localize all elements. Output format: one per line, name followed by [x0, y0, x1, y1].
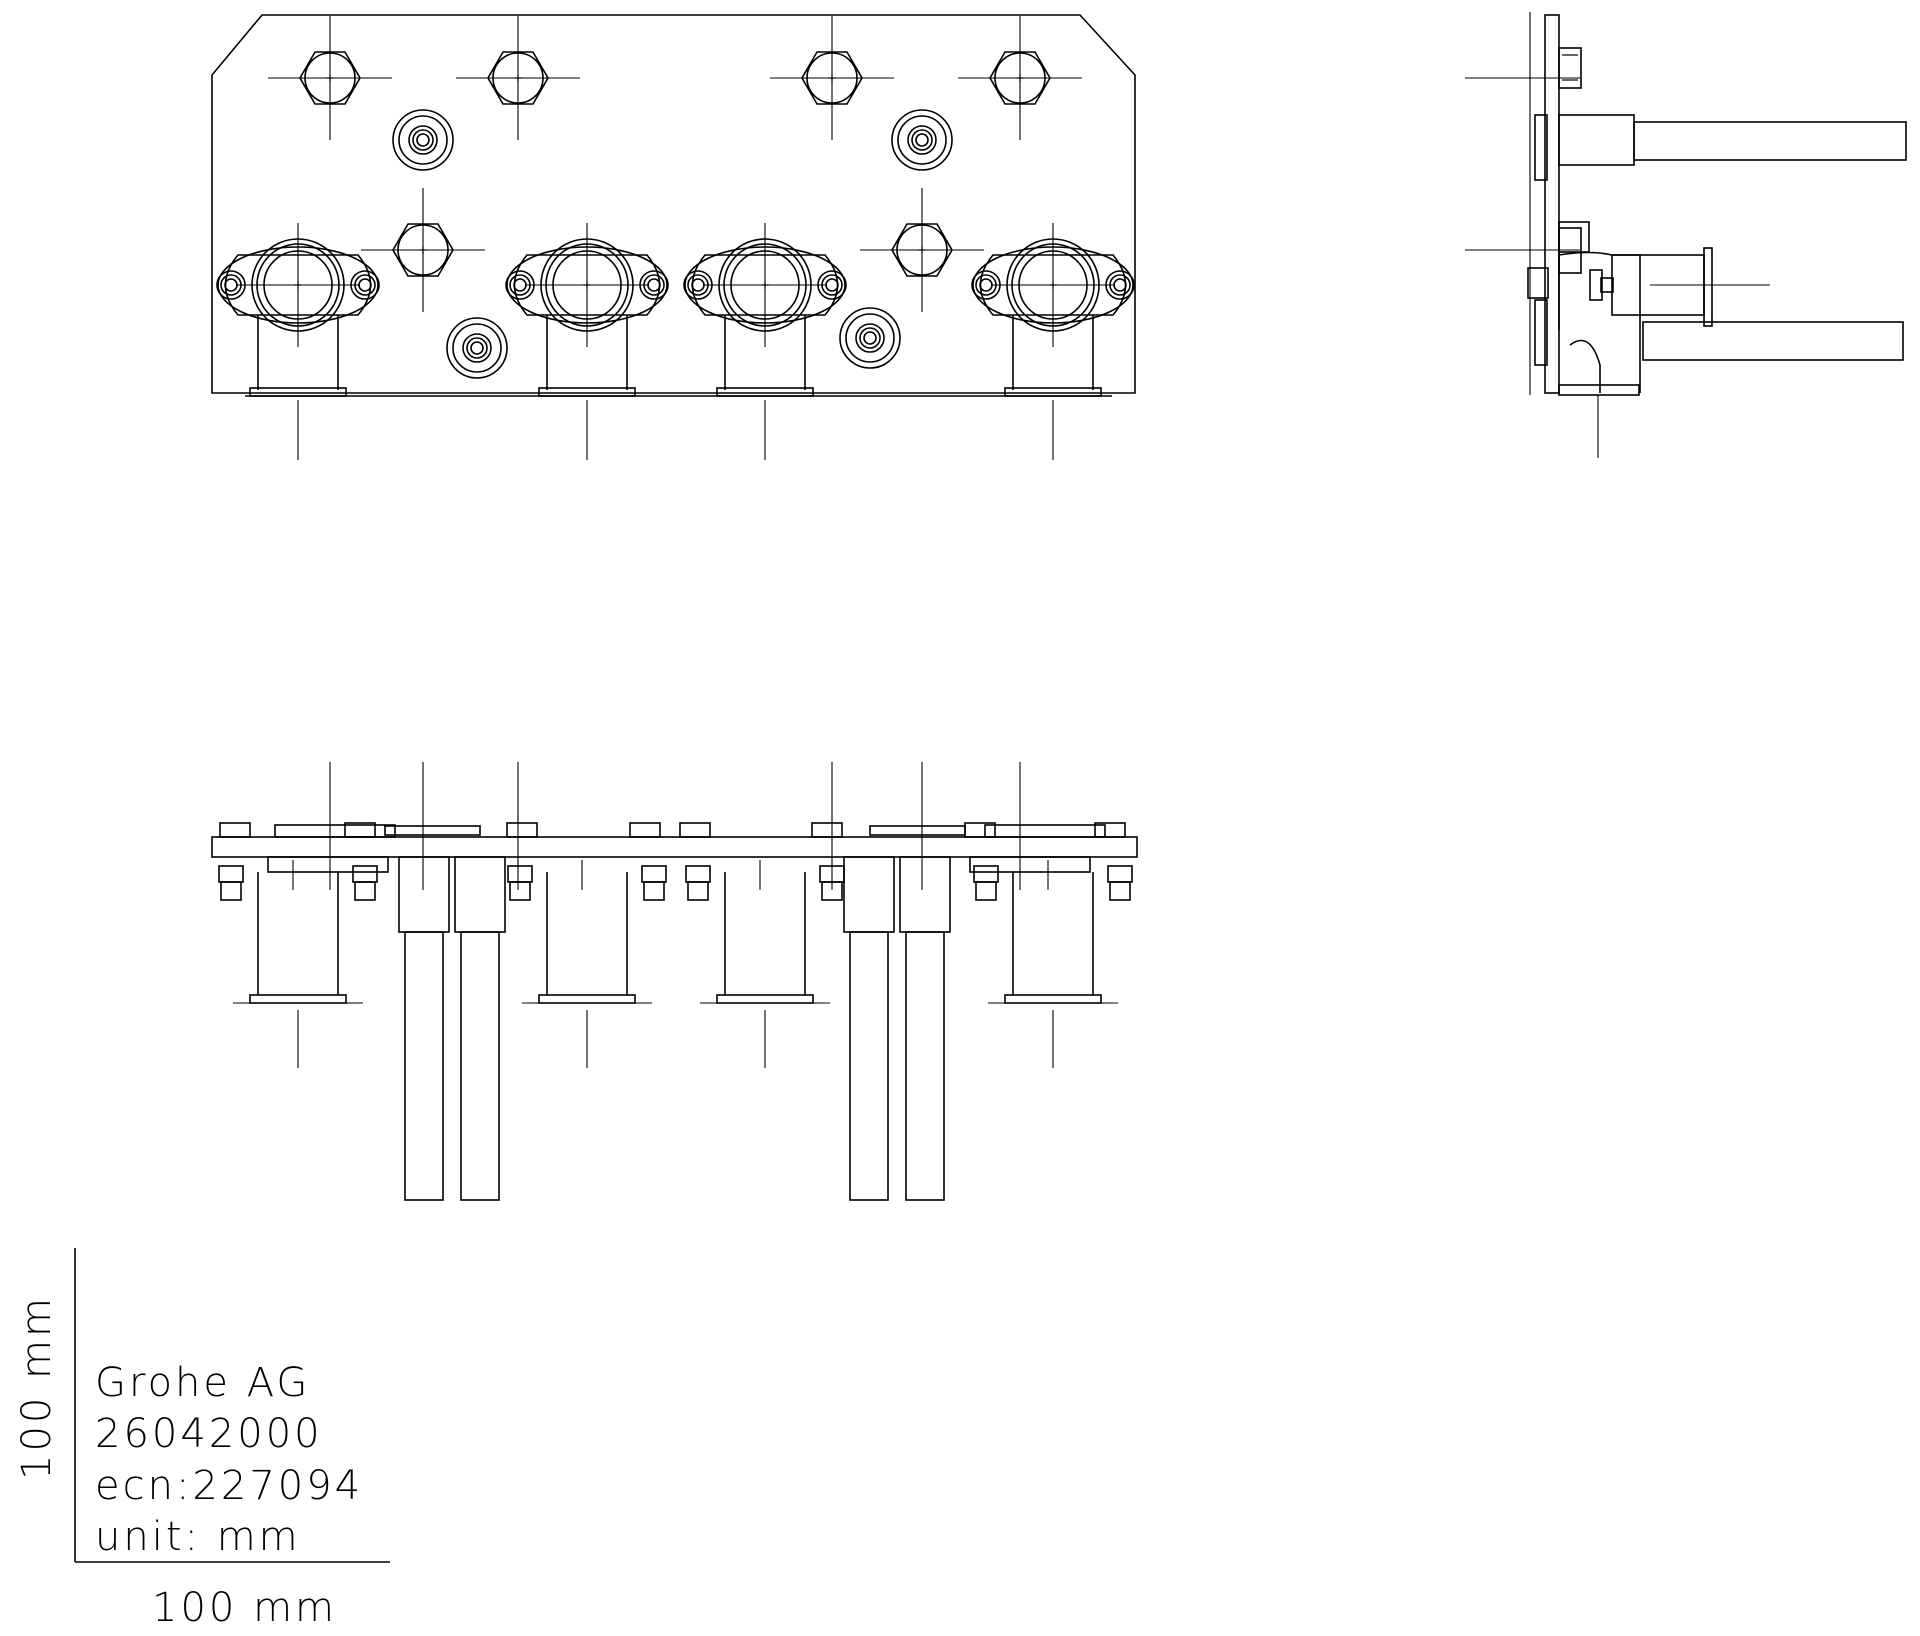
top-view-nut	[629, 822, 661, 838]
unit-label: unit: mm	[95, 1514, 301, 1560]
round-fitting	[446, 317, 508, 379]
supply-pipe	[843, 856, 895, 1201]
side-view	[1465, 12, 1907, 458]
scale-horizontal-label: 100 mm	[152, 1585, 337, 1631]
elbow-outlet	[216, 223, 380, 460]
outlet-leg	[685, 860, 845, 1068]
top-view-nut	[219, 822, 251, 838]
center-hex-nut	[860, 188, 984, 312]
supply-pipe	[899, 856, 951, 1201]
hex-nut	[958, 16, 1082, 140]
manufacturer-label: Grohe AG	[95, 1360, 311, 1406]
article-number-label: 26042000	[95, 1411, 323, 1457]
center-hex-nut	[361, 188, 485, 312]
top-view	[211, 762, 1138, 1201]
scale-bar	[74, 1248, 390, 1563]
hex-nut	[268, 16, 392, 140]
fittings	[361, 109, 984, 379]
outlet-leg	[218, 860, 378, 1068]
round-fitting	[392, 109, 454, 171]
top-view-nut	[506, 822, 538, 838]
supply-pipe	[398, 856, 450, 1201]
elbow-outlet	[505, 223, 669, 460]
round-fitting	[891, 109, 953, 171]
top-view-nut	[964, 822, 996, 838]
top-view-nut	[344, 822, 376, 838]
mounting-plate	[211, 14, 1136, 394]
elbow-outlet	[683, 223, 847, 460]
elbow-outlet	[971, 223, 1135, 460]
hex-nut	[456, 16, 580, 140]
supply-pipe	[454, 856, 506, 1201]
outlet-leg	[973, 860, 1133, 1068]
elbow-outlets	[216, 223, 1135, 460]
outlet-leg	[507, 860, 667, 1068]
hex-nut	[770, 16, 894, 140]
scale-vertical-label: 100 mm	[14, 1295, 60, 1480]
top-view-nut	[1094, 822, 1126, 838]
top-view-nut	[811, 822, 843, 838]
round-fitting	[839, 307, 901, 369]
front-view	[211, 14, 1136, 460]
top-view-nut	[679, 822, 711, 838]
ecn-label: ecn:227094	[95, 1463, 364, 1509]
hex-nut-row-top	[268, 16, 1082, 140]
